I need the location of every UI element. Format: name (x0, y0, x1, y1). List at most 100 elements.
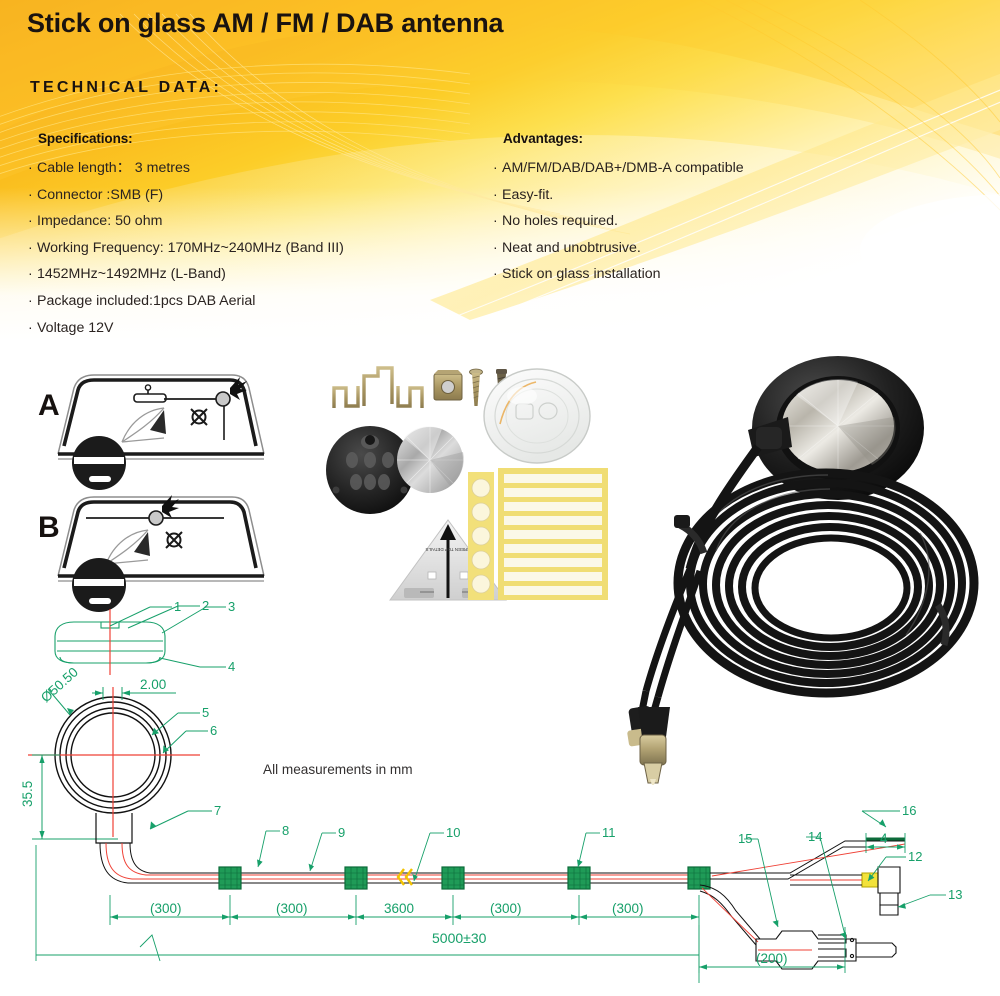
callout-2: 2 (202, 598, 209, 613)
callout-10: 10 (446, 825, 460, 840)
pointer-arrow-icon (162, 495, 179, 518)
list-item: ·No holes required. (493, 208, 893, 235)
spec-text: Cable length： 3 metres (37, 160, 190, 176)
callout-14: 14 (808, 829, 822, 844)
specifications-list: ·Cable length： 3 metres ·Connector :SMB … (28, 155, 458, 341)
list-item: ·Connector :SMB (F) (28, 182, 458, 209)
pointer-arrow-icon (230, 377, 247, 400)
spec-text: Package included:1pcs DAB Aerial (37, 292, 256, 309)
callout-11: 11 (602, 825, 616, 840)
bullet-dot: · (28, 318, 33, 335)
bullet-dot: · (493, 212, 498, 229)
diagram-b-letter: B (38, 511, 60, 544)
bullet-dot: · (28, 291, 33, 308)
spring-clip-icon (433, 370, 463, 401)
cable-clamp (441, 866, 465, 890)
list-item: ·Working Frequency: 170MHz~240MHz (Band … (28, 235, 458, 262)
adhesive-strips-sheet (498, 468, 608, 600)
bullet-dot: · (493, 159, 498, 175)
clear-cover-icon (483, 368, 591, 464)
cable-clamp (687, 866, 711, 890)
antenna-head (748, 356, 924, 500)
diagram-a-letter: A (38, 389, 60, 422)
dim-seg-5: (300) (612, 901, 644, 916)
list-item: ·Neat and unobtrusive. (493, 235, 893, 262)
technical-drawing: 1 2 3 4 5 6 7 8 9 10 11 12 13 14 15 16 Ø… (20, 598, 962, 983)
advantage-text: Neat and unobtrusive. (502, 239, 641, 256)
bullet-dot: · (28, 185, 33, 202)
break-symbol (396, 868, 413, 886)
bullet-dot: · (28, 238, 33, 255)
accessory-parts-photo: GREEN TOP DETAILS (326, 366, 608, 601)
installation-diagram-b (57, 495, 265, 612)
dim-seg-2: (300) (276, 901, 308, 916)
advantage-text: AM/FM/DAB/DAB+/DMB-A compatible (502, 160, 744, 176)
callout-15: 15 (738, 831, 752, 846)
list-item: ·Cable length： 3 metres (28, 155, 458, 182)
dim-height: 35.5 (20, 781, 35, 807)
wire-bracket-icon (332, 366, 424, 408)
din-antenna-plug (638, 696, 670, 785)
dim-seg-1: (300) (150, 901, 182, 916)
callout-5: 5 (202, 705, 209, 720)
dim-thickness: 2.00 (140, 677, 166, 692)
callout-7: 7 (214, 803, 221, 818)
spec-text: Working Frequency: 170MHz~240MHz (Band I… (37, 239, 344, 256)
advantage-text: Easy-fit. (502, 186, 554, 203)
bullet-dot: · (28, 212, 33, 229)
product-photo (627, 356, 979, 785)
measurement-unit-note: All measurements in mm (263, 762, 413, 777)
list-item: ·Voltage 12V (28, 315, 458, 342)
cable-tie (674, 515, 708, 555)
cable-tie (935, 603, 950, 646)
callout-8: 8 (282, 823, 289, 838)
cable-clamp (344, 866, 368, 890)
dim-seg-3: 3600 (384, 901, 414, 916)
callout-numbers: 1 2 3 4 5 6 7 8 9 10 11 12 13 14 15 16 (174, 598, 962, 902)
list-item: ·Package included:1pcs DAB Aerial (28, 288, 458, 315)
advantages-heading: Advantages: (503, 131, 583, 146)
list-item: ·1452MHz~1492MHz (L-Band) (28, 261, 458, 288)
bullet-dot: · (493, 185, 498, 202)
page-title: Stick on glass AM / FM / DAB antenna (27, 8, 504, 38)
callout-9: 9 (338, 825, 345, 840)
advantage-text: No holes required. (502, 213, 618, 230)
callout-1: 1 (174, 599, 181, 614)
callout-12: 12 (908, 849, 922, 864)
dim-total-length: 5000±30 (432, 930, 487, 946)
steering-wheel-icon (72, 436, 126, 490)
callout-13: 13 (948, 887, 962, 902)
dim-diameter: Ø50.50 (38, 664, 81, 705)
callout-16: 16 (902, 803, 916, 818)
list-item: ·AM/FM/DAB/DAB+/DMB-A compatible (493, 155, 893, 182)
spec-text: Impedance: 50 ohm (37, 213, 163, 230)
svg-text:GREEN TOP DETAILS: GREEN TOP DETAILS (426, 547, 471, 552)
bullet-dot: · (493, 238, 498, 255)
adhesive-pads-strip (468, 472, 494, 600)
advantage-text: Stick on glass installation (502, 266, 661, 283)
dim-stub: 4 (880, 831, 888, 846)
dim-seg-4: (300) (490, 901, 522, 916)
brushed-disc-icon (397, 426, 464, 493)
list-item: ·Impedance: 50 ohm (28, 208, 458, 235)
specifications-heading: Specifications: (38, 131, 133, 146)
list-item: ·Stick on glass installation (493, 261, 893, 288)
dim-tail: (200) (756, 951, 788, 966)
spec-text: Voltage 12V (37, 319, 114, 336)
callout-3: 3 (228, 599, 235, 614)
screw-icon (469, 368, 483, 406)
antenna-base-icon (326, 426, 414, 514)
list-item: ·Easy-fit. (493, 182, 893, 209)
bullet-dot: · (493, 265, 498, 282)
bullet-dot: · (28, 265, 33, 282)
bullet-dot: · (28, 159, 33, 175)
steering-wheel-icon (72, 558, 126, 612)
callout-4: 4 (228, 659, 235, 674)
callout-6: 6 (210, 723, 217, 738)
technical-data-label: TECHNICAL DATA: (30, 79, 222, 96)
spec-text: 1452MHz~1492MHz (L-Band) (37, 266, 226, 283)
header-wave-decoration (0, 0, 1000, 340)
smb-plug-outline (861, 866, 901, 916)
advantages-list: ·AM/FM/DAB/DAB+/DMB-A compatible ·Easy-f… (493, 155, 893, 288)
